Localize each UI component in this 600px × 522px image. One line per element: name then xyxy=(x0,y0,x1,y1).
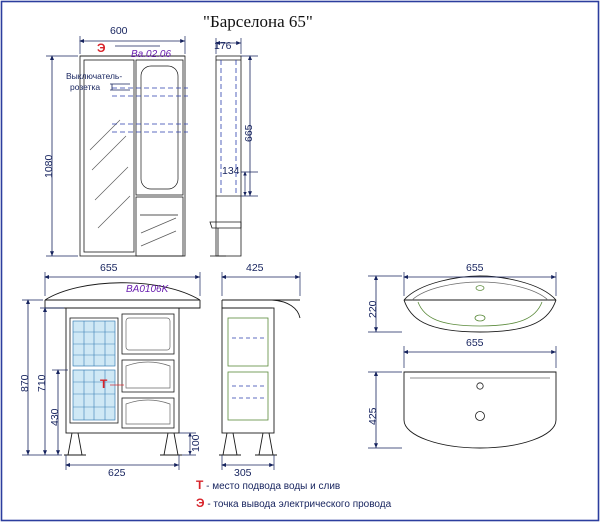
dim-basin-height-side: 220 xyxy=(367,300,379,318)
drawing-geometry xyxy=(22,36,557,470)
dim-cabinet-drawer-height: 430 xyxy=(49,408,61,426)
dim-cabinet-feet: 100 xyxy=(190,434,202,452)
code-cabinet: BA0106K xyxy=(126,284,169,295)
page-title: "Барселона 65" xyxy=(203,12,313,31)
switch-socket-label-line1: Выключатель- xyxy=(66,71,123,81)
switch-socket-label-line2: розетка xyxy=(70,82,101,92)
dim-basin-depth-plan: 425 xyxy=(367,407,379,425)
dim-basin-width-front: 655 xyxy=(466,262,484,274)
dim-cabinet-base-depth: 305 xyxy=(234,467,252,479)
legend-electric: Э - точка вывода электрического провода xyxy=(196,494,391,512)
dim-side-width: 176 xyxy=(214,40,232,52)
dim-mirror-height: 1080 xyxy=(43,154,55,178)
dim-mirror-width: 600 xyxy=(110,25,128,37)
dim-cabinet-body-height: 710 xyxy=(36,374,48,392)
dim-cabinet-total-height: 870 xyxy=(19,374,31,392)
dim-side-bottom: 134 xyxy=(222,165,240,177)
legend-water: Т - место подвода воды и слив xyxy=(196,476,340,494)
dim-cabinet-width: 655 xyxy=(100,262,118,274)
legend-water-text: - место подвода воды и слив xyxy=(206,481,341,492)
code-mirror: Ва.02.06 xyxy=(131,49,172,60)
legend-electric-text: - точка вывода электрического провода xyxy=(207,499,392,510)
marker-e-mirror: Э xyxy=(97,41,106,55)
marker-t-cabinet: Т xyxy=(100,377,108,391)
dim-cabinet-base-width: 625 xyxy=(108,467,126,479)
dim-side-height: 665 xyxy=(243,124,255,142)
legend-water-mark: Т xyxy=(196,478,204,492)
dim-cabinet-depth: 425 xyxy=(246,262,264,274)
legend-electric-mark: Э xyxy=(196,496,205,510)
dim-basin-width-plan: 655 xyxy=(466,337,484,349)
